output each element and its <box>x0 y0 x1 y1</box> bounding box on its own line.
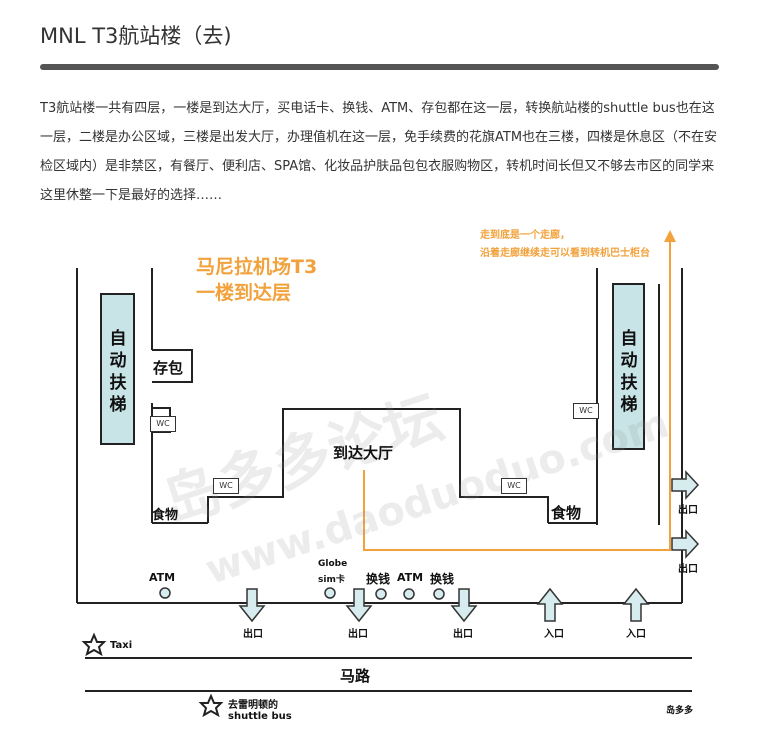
entrance-label-2: 入口 <box>626 629 646 640</box>
arrow-down-icon <box>238 588 478 623</box>
wc-hall-right-label: WC <box>501 478 527 494</box>
terminal-map: 岛多多论坛 www.daoduoduo.com 马尼拉机场T3 一楼到达层 走到… <box>0 220 766 729</box>
map-lines <box>76 230 700 718</box>
exit-label-right-2: 出口 <box>678 564 698 575</box>
exit-label-right-1: 出口 <box>678 505 698 516</box>
atm-mid-label: ATM <box>397 571 424 584</box>
arrow-up-icon <box>536 587 650 622</box>
page-title: MNL T3航站楼（去) <box>40 24 232 48</box>
taxi-label: Taxi <box>110 640 133 651</box>
credit-label: 岛多多 <box>666 706 694 716</box>
route-note-line1: 走到底是一个走廊， <box>480 230 570 241</box>
route-arrow-head <box>664 230 676 242</box>
exit-label-2: 出口 <box>348 629 368 640</box>
atm-left-label: ATM <box>149 571 176 584</box>
circle-marker-icon <box>159 587 445 600</box>
exit-label-3: 出口 <box>453 629 473 640</box>
arrival-hall-label: 到达大厅 <box>333 444 394 462</box>
map-title-line2: 一楼到达层 <box>196 282 292 304</box>
route-note-line2: 沿着走廊继续走可以看到转机巴士柜台 <box>480 248 650 259</box>
globe-label-line2: sim卡 <box>318 575 345 585</box>
globe-label-line1: Globe <box>318 559 348 569</box>
star-icon <box>81 632 224 718</box>
escalator-left-box <box>100 293 135 445</box>
exchange-label-1: 换钱 <box>366 572 391 586</box>
wc-left-label: WC <box>150 416 176 432</box>
exit-label-1: 出口 <box>243 629 263 640</box>
escalator-left-label: 自动 扶梯 <box>109 329 127 415</box>
escalator-right-label: 自动 扶梯 <box>620 329 638 415</box>
entrance-label-1: 入口 <box>544 629 564 640</box>
exchange-label-2: 换钱 <box>430 572 455 586</box>
road-label: 马路 <box>340 667 371 685</box>
arrow-right-icon <box>671 470 700 559</box>
food-right-label: 食物 <box>551 504 582 522</box>
map-title-line1: 马尼拉机场T3 <box>196 256 318 278</box>
article-paragraph: T3航站楼一共有四层，一楼是到达大厅，买电话卡、换钱、ATM、存包都在这一层，转… <box>40 101 718 203</box>
wc-right-top-label: WC <box>573 403 599 419</box>
route-line <box>363 238 671 551</box>
shuttle-label-line2: shuttle bus <box>228 711 292 722</box>
storage-label: 存包 <box>153 359 184 377</box>
shuttle-label-line1: 去雷明顿的 <box>228 700 278 711</box>
wc-hall-left-label: WC <box>213 478 239 494</box>
food-left-label: 食物 <box>152 508 179 523</box>
escalator-right-box <box>612 283 645 450</box>
title-underline <box>40 64 719 70</box>
